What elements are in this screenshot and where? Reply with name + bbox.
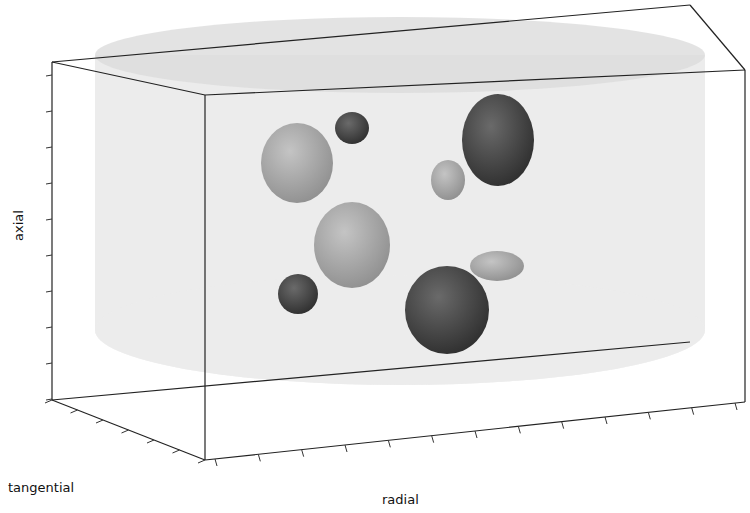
- axis-ticks: [45, 75, 737, 466]
- tick: [147, 440, 154, 443]
- tick: [345, 445, 347, 452]
- tick: [46, 75, 52, 76]
- tick: [258, 454, 260, 461]
- axis-label: axial: [10, 210, 25, 241]
- tick: [46, 291, 52, 292]
- tick: [96, 420, 103, 423]
- tick: [198, 460, 205, 463]
- tick: [475, 431, 477, 438]
- tick: [173, 450, 180, 453]
- tick: [215, 459, 217, 466]
- tick: [71, 410, 78, 413]
- tick: [518, 426, 520, 433]
- tick: [432, 436, 434, 443]
- tick: [46, 183, 52, 184]
- axis-label: tangential: [8, 480, 74, 495]
- tick: [692, 408, 694, 415]
- tick: [46, 219, 52, 220]
- tick: [388, 440, 390, 447]
- tick: [45, 400, 52, 403]
- axis-label: radial: [382, 492, 419, 507]
- tick: [605, 417, 607, 424]
- tick: [302, 450, 304, 457]
- tick: [46, 363, 52, 364]
- tick: [648, 412, 650, 419]
- cylinder: [95, 17, 705, 385]
- tick: [46, 255, 52, 256]
- tick: [122, 430, 129, 433]
- bounding-box: [52, 5, 745, 400]
- tick: [46, 111, 52, 112]
- tick: [735, 403, 737, 410]
- tick: [562, 422, 564, 429]
- tick: [46, 147, 52, 148]
- bounding-box-front: [52, 70, 745, 460]
- tick: [46, 327, 52, 328]
- spheres: [261, 94, 534, 354]
